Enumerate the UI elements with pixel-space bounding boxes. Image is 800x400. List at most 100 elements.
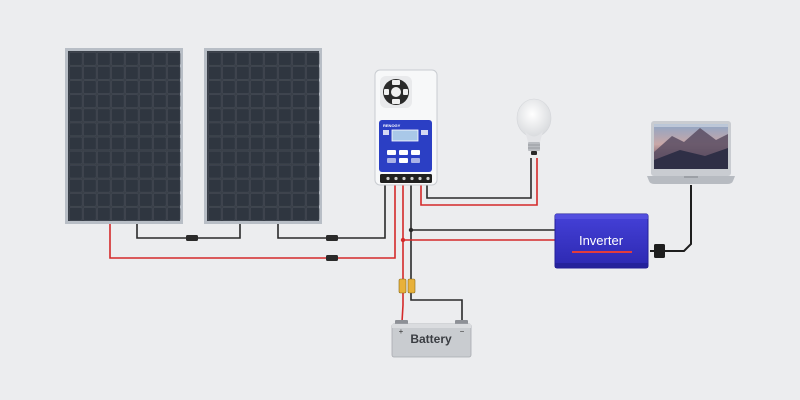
solar-cell xyxy=(97,66,111,80)
controller-lcd-screen xyxy=(391,129,419,142)
solar-cell xyxy=(306,52,320,66)
solar-cell xyxy=(83,94,97,108)
inverter-icon: Inverter xyxy=(554,213,649,269)
solar-cell xyxy=(83,52,97,66)
load-positive-wire xyxy=(420,158,538,206)
solar-cell xyxy=(292,52,306,66)
solar-cell xyxy=(69,179,83,193)
solar-cell xyxy=(278,136,292,151)
solar-cell xyxy=(139,165,153,179)
solar-cell xyxy=(125,66,139,80)
inverter-indicator-strip xyxy=(572,251,632,253)
solar-cell xyxy=(83,108,97,122)
solar-cell xyxy=(111,66,125,80)
solar-cell xyxy=(250,150,264,165)
solar-cell xyxy=(111,150,125,165)
solar-cell xyxy=(125,94,139,108)
solar-cell xyxy=(167,207,181,221)
solar-cell xyxy=(306,179,320,193)
solar-cell xyxy=(264,207,278,221)
solar-cell xyxy=(264,136,278,151)
controller-button[interactable] xyxy=(411,150,420,155)
solar-cell xyxy=(153,165,167,179)
solar-cell xyxy=(111,108,125,122)
solar-cell xyxy=(139,150,153,165)
solar-cell xyxy=(69,66,83,80)
solar-cell xyxy=(111,136,125,151)
solar-cell xyxy=(222,108,236,122)
solar-cell xyxy=(153,193,167,207)
solar-cell xyxy=(208,94,222,108)
solar-cell xyxy=(97,165,111,179)
solar-cell xyxy=(139,94,153,108)
solar-cell xyxy=(83,136,97,151)
solar-cell xyxy=(139,52,153,66)
solar-cell xyxy=(222,52,236,66)
solar-cell xyxy=(292,80,306,94)
solar-cell xyxy=(111,179,125,193)
solar-cell xyxy=(83,179,97,193)
solar-cell xyxy=(292,179,306,193)
solar-cell xyxy=(250,207,264,221)
solar-cell xyxy=(167,52,181,66)
solar-cell xyxy=(97,179,111,193)
solar-cell xyxy=(278,165,292,179)
solar-cell xyxy=(167,94,181,108)
load-negative-wire xyxy=(426,158,532,199)
solar-cell xyxy=(292,207,306,221)
solar-cell xyxy=(139,179,153,193)
solar-cell xyxy=(306,165,320,179)
solar-cell xyxy=(236,136,250,151)
solar-cell xyxy=(236,165,250,179)
solar-cell xyxy=(153,150,167,165)
solar-cell xyxy=(153,52,167,66)
solar-cell xyxy=(153,122,167,136)
wiring xyxy=(109,158,692,323)
controller-button[interactable] xyxy=(399,150,408,155)
solar-cell xyxy=(236,52,250,66)
controller-button[interactable] xyxy=(399,158,408,163)
solar-cell xyxy=(69,136,83,151)
solar-cell xyxy=(222,179,236,193)
solar-cell xyxy=(250,94,264,108)
solar-cell xyxy=(236,150,250,165)
solar-cell xyxy=(306,66,320,80)
solar-cell xyxy=(167,80,181,94)
solar-cell xyxy=(125,122,139,136)
solar-cell xyxy=(153,94,167,108)
controller-brand-label: RENOGY xyxy=(383,123,401,128)
wire-connector-icon xyxy=(326,235,338,241)
solar-cell xyxy=(167,66,181,80)
controller-button[interactable] xyxy=(387,150,396,155)
solar-cell xyxy=(236,94,250,108)
solar-cell xyxy=(111,207,125,221)
solar-cell xyxy=(278,122,292,136)
wire-connector-icon xyxy=(326,255,338,261)
solar-cell xyxy=(236,108,250,122)
solar-cell xyxy=(250,122,264,136)
solar-cell xyxy=(250,193,264,207)
solar-cell xyxy=(278,52,292,66)
solar-cell xyxy=(292,122,306,136)
solar-cell xyxy=(208,207,222,221)
solar-panel-icon xyxy=(65,48,183,224)
solar-cell xyxy=(222,150,236,165)
solar-cell xyxy=(83,66,97,80)
solar-cell xyxy=(97,52,111,66)
solar-cell xyxy=(97,150,111,165)
solar-cell xyxy=(236,66,250,80)
solar-cell xyxy=(97,193,111,207)
solar-cell xyxy=(264,66,278,80)
solar-cell xyxy=(111,94,125,108)
solar-cell xyxy=(167,150,181,165)
solar-cell xyxy=(208,66,222,80)
solar-cell xyxy=(167,165,181,179)
solar-cell xyxy=(278,66,292,80)
solar-cell xyxy=(69,122,83,136)
ac-plug-icon xyxy=(654,244,665,258)
solar-cell xyxy=(264,108,278,122)
solar-cell xyxy=(222,136,236,151)
solar-cell xyxy=(208,52,222,66)
solar-cell xyxy=(208,179,222,193)
solar-cell xyxy=(69,165,83,179)
